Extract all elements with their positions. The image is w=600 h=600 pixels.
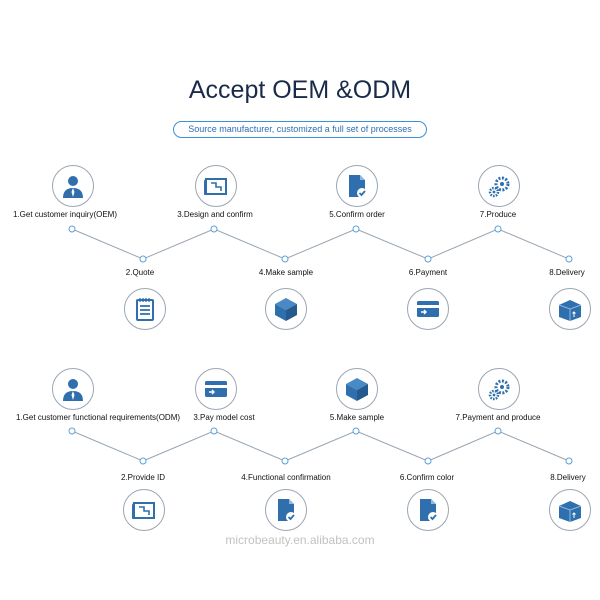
oem-step-1-node: [68, 225, 76, 233]
notepad-icon: [124, 288, 166, 330]
blueprint-icon: [195, 165, 237, 207]
cube-icon: [265, 288, 307, 330]
odm-step-6-label: 6.Confirm color: [399, 473, 455, 482]
oem-step-2-label: 2.Quote: [125, 268, 155, 277]
oem-step-8-label: 8.Delivery: [549, 268, 585, 277]
blueprint-icon: [123, 489, 165, 531]
odm-connector-line: [427, 430, 499, 462]
odm-connector-line: [213, 430, 286, 462]
oem-step-7-label: 7.Produce: [479, 210, 517, 219]
customer-icon: [52, 368, 94, 410]
oem-step-4-node: [281, 255, 289, 263]
oem-connector-line: [427, 228, 499, 260]
oem-connector-line: [497, 228, 570, 260]
odm-step-6-node: [424, 457, 432, 465]
watermark: microbeauty.en.alibaba.com: [225, 533, 375, 547]
odm-step-5-label: 5.Make sample: [329, 413, 385, 422]
oem-connector-line: [142, 228, 215, 260]
odm-step-4-node: [281, 457, 289, 465]
oem-step-4-label: 4.Make sample: [258, 268, 314, 277]
odm-step-5-node: [352, 427, 360, 435]
oem-connector-line: [213, 228, 286, 260]
document-check-icon: [265, 489, 307, 531]
odm-step-1-node: [68, 427, 76, 435]
oem-step-7-node: [494, 225, 502, 233]
odm-step-4-label: 4.Functional confirmation: [241, 473, 331, 482]
oem-step-1-label: 1.Get customer inquiry(OEM): [12, 210, 118, 219]
oem-step-5-node: [352, 225, 360, 233]
odm-step-3-label: 3.Pay model cost: [193, 413, 255, 422]
delivery-box-icon: [549, 489, 591, 531]
odm-step-2-label: 2.Provide ID: [120, 473, 166, 482]
page-title: Accept OEM &ODM: [188, 76, 412, 104]
odm-step-3-node: [210, 427, 218, 435]
gears-icon: [478, 368, 520, 410]
delivery-box-icon: [549, 288, 591, 330]
oem-step-3-node: [210, 225, 218, 233]
odm-connector-line: [284, 430, 357, 462]
oem-step-5-label: 5.Confirm order: [329, 210, 385, 219]
odm-connector-line: [355, 430, 429, 462]
odm-step-2-node: [139, 457, 147, 465]
oem-step-3-label: 3.Design and confirm: [177, 210, 253, 219]
oem-connector-line: [355, 228, 429, 260]
document-check-icon: [336, 165, 378, 207]
oem-step-8-node: [565, 255, 573, 263]
odm-connector-line: [142, 430, 215, 462]
odm-step-8-node: [565, 457, 573, 465]
oem-step-2-node: [139, 255, 147, 263]
odm-step-8-label: 8.Delivery: [550, 473, 586, 482]
odm-step-1-label: 1.Get customer functional requirements(O…: [15, 413, 181, 422]
odm-connector-line: [497, 430, 570, 462]
page-subtitle: Source manufacturer, customized a full s…: [173, 121, 427, 138]
document-check-icon: [407, 489, 449, 531]
card-icon: [407, 288, 449, 330]
oem-connector-line: [284, 228, 357, 260]
oem-connector-line: [71, 228, 144, 260]
odm-step-7-label: 7.Payment and produce: [455, 413, 541, 422]
gears-icon: [478, 165, 520, 207]
card-icon: [195, 368, 237, 410]
odm-step-7-node: [494, 427, 502, 435]
customer-icon: [52, 165, 94, 207]
oem-step-6-node: [424, 255, 432, 263]
cube-icon: [336, 368, 378, 410]
odm-connector-line: [71, 430, 144, 462]
oem-step-6-label: 6.Payment: [408, 268, 448, 277]
